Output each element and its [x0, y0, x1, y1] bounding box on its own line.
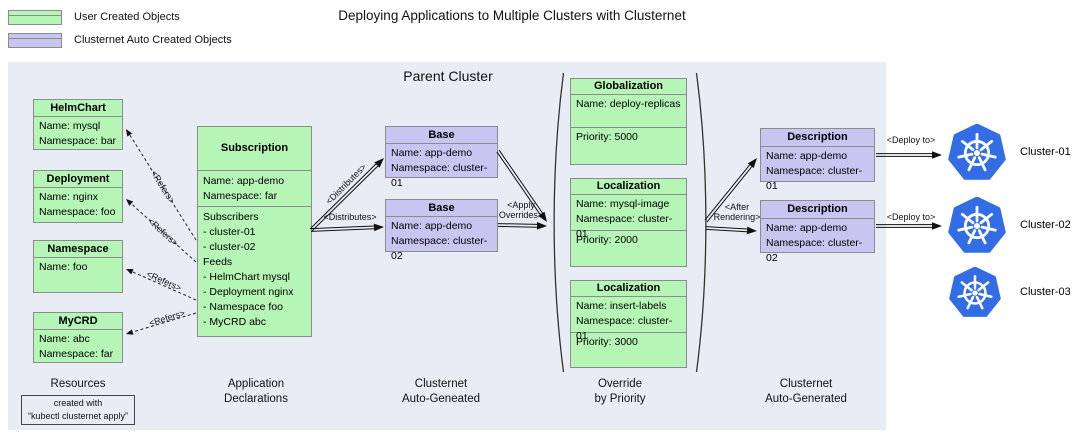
description-name: Name: app-demo: [766, 150, 848, 162]
subscription-list-item: - cluster-02: [203, 241, 256, 253]
cluster-02-label: Cluster-02: [1020, 219, 1071, 231]
localization-priority: Priority: 2000: [576, 234, 638, 246]
subscription-list-item: Subscribers: [203, 211, 259, 223]
legend-label-user-created: User Created Objects: [74, 11, 180, 23]
subscription-box-title: Subscription: [198, 127, 311, 171]
description-box-cluster-02: Description Name: app-demo Namespace: cl…: [760, 200, 875, 264]
description-name: Name: app-demo: [766, 222, 848, 234]
description-box-title: Description: [761, 129, 874, 147]
column-label-application-declarations: Application Declarations: [224, 378, 288, 405]
base-box-title: Base: [386, 200, 497, 217]
namespace-name: Name: foo: [39, 261, 88, 273]
legend-swatch-auto-created: [8, 33, 62, 48]
base-namespace: Namespace: cluster-01: [391, 162, 488, 189]
mycrd-name: Name: abc: [39, 333, 90, 345]
description-box-cluster-01: Description Name: app-demo Namespace: cl…: [760, 128, 875, 192]
subscription-namespace: Namespace: far: [203, 190, 278, 202]
cluster-03-label: Cluster-03: [1020, 286, 1071, 298]
base-name: Name: app-demo: [391, 147, 473, 159]
diagram-title: Deploying Applications to Multiple Clust…: [338, 8, 686, 23]
base-box-cluster-02: Base Name: app-demo Namespace: cluster-0…: [385, 199, 498, 262]
helmchart-box: HelmChart Name: mysql Namespace: bar: [33, 99, 123, 150]
kubectl-note-box: created with “kubectl clusternet apply”: [21, 395, 135, 425]
description-namespace: Namespace: cluster-02: [766, 237, 863, 264]
helmchart-namespace: Namespace: bar: [39, 135, 117, 147]
deploy-to-arrow-label: <Deploy to>: [886, 212, 936, 222]
subscription-list-item: - cluster-01: [203, 226, 256, 238]
mycrd-namespace: Namespace: far: [39, 348, 114, 360]
base-box-title: Base: [386, 127, 497, 144]
namespace-box-title: Namespace: [34, 241, 122, 258]
distributes-arrow-label: <Distributes>: [323, 212, 377, 222]
helmchart-name: Name: mysql: [39, 120, 101, 132]
kubernetes-icon: [948, 197, 1006, 255]
globalization-name: Name: deploy-replicas: [576, 98, 681, 110]
deployment-name: Name: nginx: [39, 191, 98, 203]
legend-swatch-user-created: [8, 10, 62, 25]
deploy-to-arrow-label: <Deploy to>: [886, 135, 936, 145]
subscription-name: Name: app-demo: [203, 175, 285, 187]
base-box-cluster-01: Base Name: app-demo Namespace: cluster-0…: [385, 126, 498, 189]
column-label-clusternet-auto-generated-1: Clusternet Auto-Geneated: [401, 378, 480, 405]
column-label-clusternet-auto-generated-2: Clusternet Auto-Generated: [765, 378, 847, 405]
after-rendering-arrow-label: <After Rendering>: [713, 202, 761, 222]
localization-box-title: Localization: [571, 281, 686, 297]
subscription-list-item: Feeds: [203, 256, 233, 268]
subscription-list-item: - Namespace foo: [203, 301, 283, 313]
globalization-box-title: Globalization: [571, 79, 686, 95]
localization-box-1: Localization Name: mysql-image Namespace…: [570, 178, 687, 267]
localization-name: Name: mysql-image: [576, 198, 670, 210]
localization-box-title: Localization: [571, 179, 686, 195]
helmchart-box-title: HelmChart: [34, 100, 122, 117]
kubernetes-icon: [948, 124, 1006, 182]
deployment-box: Deployment Name: nginx Namespace: foo: [33, 170, 123, 223]
base-namespace: Namespace: cluster-02: [391, 235, 488, 262]
localization-namespace: Namespace: cluster-01: [576, 315, 673, 342]
deployment-namespace: Namespace: foo: [39, 206, 116, 218]
column-label-override-by-priority: Override by Priority: [594, 378, 646, 405]
subscription-list-item: - HelmChart mysql: [203, 271, 290, 283]
localization-box-2: Localization Name: insert-labels Namespa…: [570, 280, 687, 368]
base-name: Name: app-demo: [391, 220, 473, 232]
localization-priority: Priority: 3000: [576, 336, 638, 348]
column-label-resources: Resources: [50, 378, 106, 390]
localization-name: Name: insert-labels: [576, 300, 667, 312]
subscription-list-item: - MyCRD abc: [203, 316, 267, 328]
namespace-box: Namespace Name: foo: [33, 240, 123, 293]
parent-cluster-label: Parent Cluster: [403, 68, 493, 84]
cluster-01-label: Cluster-01: [1020, 146, 1071, 158]
globalization-priority: Priority: 5000: [576, 131, 638, 143]
localization-namespace: Namespace: cluster-01: [576, 213, 673, 240]
description-box-title: Description: [761, 201, 874, 219]
kubernetes-icon: [949, 267, 1001, 319]
legend-label-auto-created: Clusternet Auto Created Objects: [74, 34, 232, 46]
subscription-list-item: - Deployment nginx: [203, 286, 294, 298]
mycrd-box: MyCRD Name: abc Namespace: far: [33, 312, 123, 363]
deployment-box-title: Deployment: [34, 171, 122, 188]
globalization-box: Globalization Name: deploy-replicas Prio…: [570, 78, 687, 165]
description-namespace: Namespace: cluster-01: [766, 165, 863, 192]
apply-overrides-arrow-label: <Apply Overrides>: [498, 200, 544, 220]
subscription-box: Subscription Name: app-demo Namespace: f…: [197, 126, 312, 337]
mycrd-box-title: MyCRD: [34, 313, 122, 330]
